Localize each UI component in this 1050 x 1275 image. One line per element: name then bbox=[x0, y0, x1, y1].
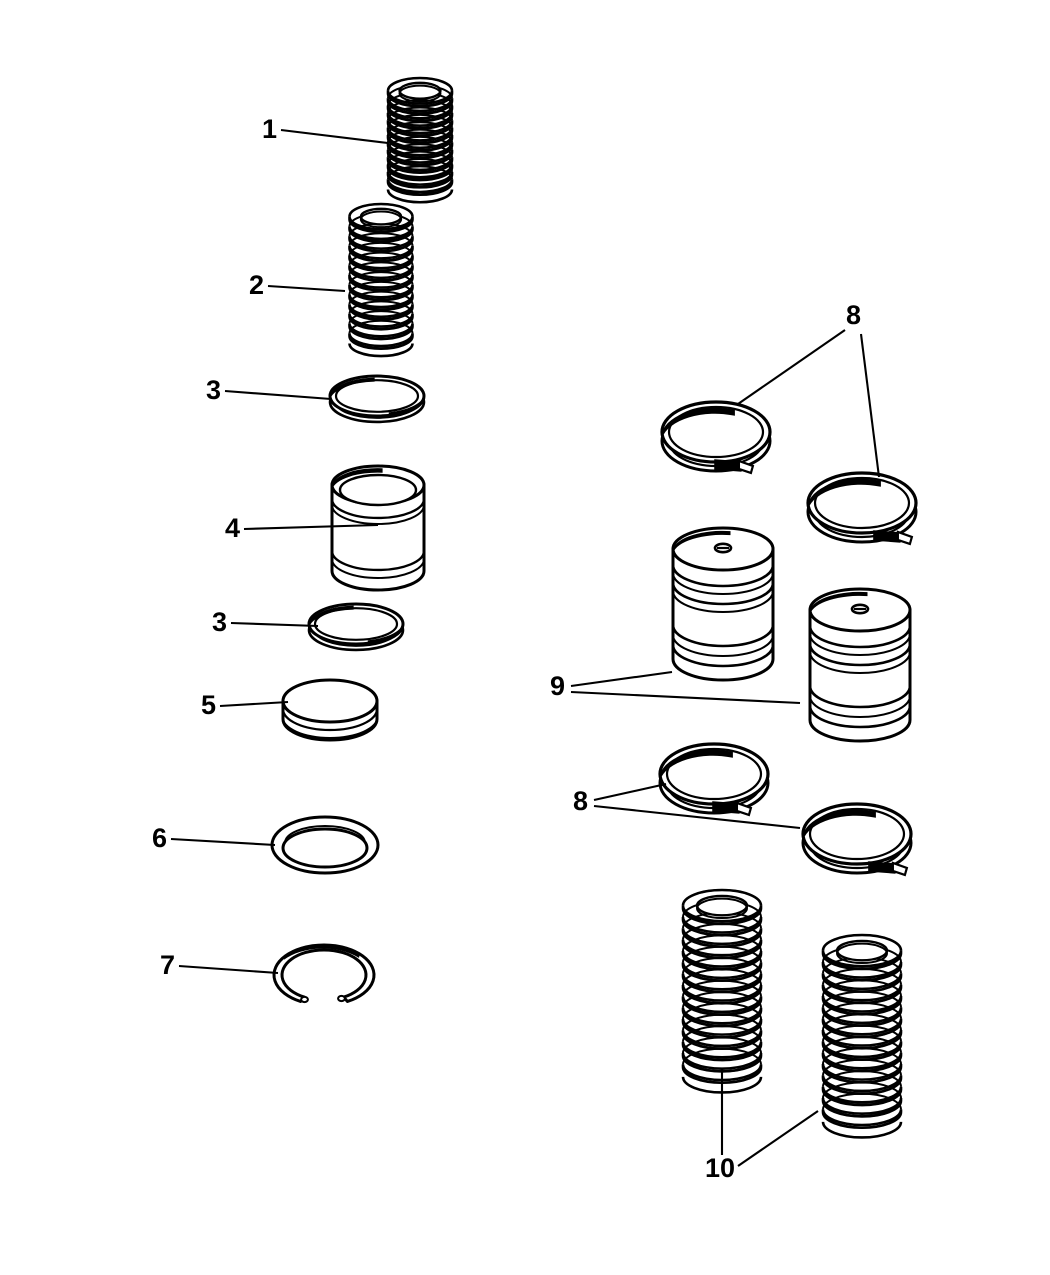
leader-line-7 bbox=[178, 964, 279, 975]
part-piston-9 bbox=[808, 587, 912, 743]
leader-line-8 bbox=[593, 782, 667, 802]
part-coil-spring-10 bbox=[681, 888, 763, 1094]
callout-number-callout-7: 7 bbox=[160, 950, 175, 980]
part-o-ring-6 bbox=[270, 815, 380, 875]
parts-layer bbox=[270, 76, 918, 1139]
callout-number-callout-5: 5 bbox=[201, 690, 216, 720]
part-coil-spring-10 bbox=[821, 933, 903, 1139]
callout-3: 3 bbox=[206, 375, 332, 405]
leader-line-9 bbox=[570, 670, 673, 688]
leader-line-8 bbox=[737, 329, 846, 405]
callout-number-callout-1: 1 bbox=[262, 114, 277, 144]
callout-8: 8 bbox=[737, 300, 881, 478]
callout-number-callout-6: 6 bbox=[152, 823, 167, 853]
leader-line-5 bbox=[219, 700, 289, 708]
part-coil-spring-2 bbox=[348, 202, 414, 358]
part-seal-ring-3 bbox=[307, 602, 405, 652]
callout-8: 8 bbox=[573, 782, 801, 830]
callout-number-callout-8b: 8 bbox=[573, 786, 588, 816]
callout-number-callout-8a: 8 bbox=[846, 300, 861, 330]
callout-3: 3 bbox=[212, 607, 319, 637]
part-piston-ring-8 bbox=[801, 802, 913, 877]
callouts-layer: 1 2 3 4 3 5 6 7 8 9 8 10 bbox=[152, 114, 881, 1183]
part-piston-cup-4 bbox=[330, 464, 426, 592]
part-seal-ring-3 bbox=[328, 374, 426, 424]
callout-number-callout-3a: 3 bbox=[206, 375, 221, 405]
leader-line-1 bbox=[280, 128, 389, 145]
callout-number-callout-2: 2 bbox=[249, 270, 264, 300]
part-coil-spring-1 bbox=[386, 76, 454, 204]
callout-1: 1 bbox=[262, 114, 389, 145]
leader-line-9 bbox=[570, 690, 801, 705]
callout-9: 9 bbox=[550, 670, 801, 705]
callout-number-callout-3b: 3 bbox=[212, 607, 227, 637]
leader-line-6 bbox=[170, 837, 276, 847]
part-snap-ring-7 bbox=[272, 943, 376, 1004]
callout-number-callout-10: 10 bbox=[705, 1153, 735, 1183]
part-piston-ring-8 bbox=[658, 742, 770, 817]
callout-2: 2 bbox=[249, 270, 346, 300]
part-piston-ring-8 bbox=[660, 400, 772, 475]
part-piston-ring-8 bbox=[806, 471, 918, 546]
leader-line-3 bbox=[230, 621, 319, 628]
leader-line-8 bbox=[593, 804, 801, 830]
callout-number-callout-4: 4 bbox=[225, 513, 240, 543]
leader-line-3 bbox=[224, 389, 332, 401]
leader-line-10 bbox=[737, 1110, 819, 1167]
callout-6: 6 bbox=[152, 823, 276, 853]
part-retainer-disc-5 bbox=[281, 678, 379, 742]
part-piston-9 bbox=[671, 526, 775, 682]
callout-7: 7 bbox=[160, 950, 279, 980]
callout-number-callout-9: 9 bbox=[550, 671, 565, 701]
callout-5: 5 bbox=[201, 690, 289, 720]
callout-4: 4 bbox=[225, 513, 379, 543]
leader-line-2 bbox=[267, 284, 346, 293]
leader-line-8 bbox=[859, 333, 881, 478]
leader-line-4 bbox=[243, 523, 379, 531]
callout-10: 10 bbox=[705, 1068, 819, 1183]
